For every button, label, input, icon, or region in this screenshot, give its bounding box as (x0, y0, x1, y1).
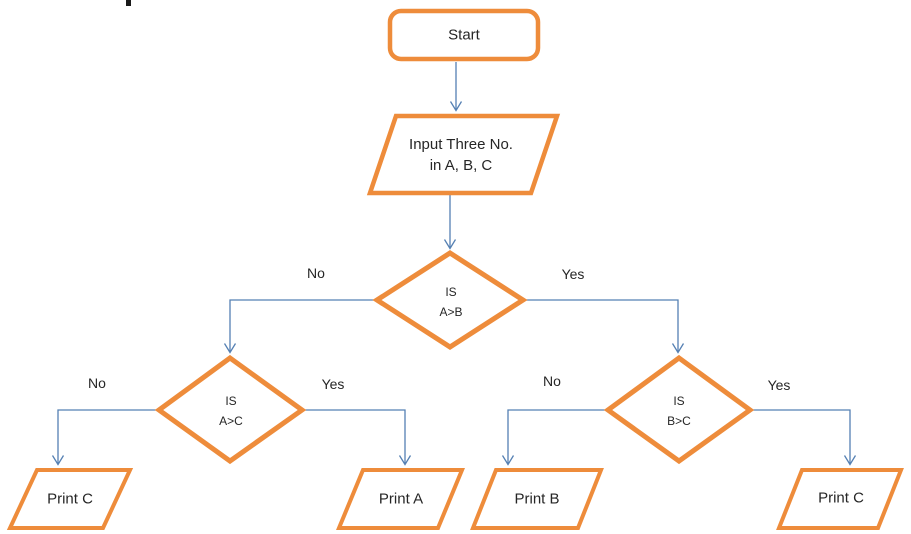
edge-ab-no-to-decision-ac (223, 299, 377, 354)
decision-ac-shape (154, 354, 307, 465)
decision-bc-label-line1: IS (673, 394, 685, 408)
decision-ab-label-line1: IS (445, 285, 457, 299)
edge-label-ac-no: No (88, 375, 106, 391)
edge-ac-yes-to-print-a (302, 409, 412, 466)
decision-ab-shape (372, 250, 528, 350)
start-node-label: Start (448, 26, 480, 44)
print-c-left-label: Print C (47, 490, 93, 508)
decision-bc-label: IS B>C (667, 391, 691, 431)
input-node-label-line1: Input Three No. (409, 136, 513, 153)
input-node-label-line2: in A, B, C (429, 157, 493, 174)
edge-label-ac-yes: Yes (321, 376, 345, 392)
decision-ab-label-line2: A>B (439, 305, 463, 319)
decision-ac-label: IS A>C (219, 391, 243, 431)
decision-bc-shape (603, 354, 755, 465)
decision-ac-label-line2: A>C (219, 414, 243, 428)
edge-label-ab-yes: Yes (561, 266, 585, 282)
edge-ac-no-to-print-c-left (51, 409, 159, 466)
print-c-left-shape (6, 468, 134, 530)
start-node-shape (387, 8, 541, 62)
edge-bc-yes-to-print-c-right (750, 409, 857, 466)
input-node-shape (366, 113, 561, 196)
print-c-right-shape (776, 468, 904, 530)
edge-label-bc-no: No (543, 373, 561, 389)
decision-ab-label: IS A>B (439, 282, 462, 322)
print-a-shape (336, 468, 465, 530)
input-node-label: Input Three No. in A, B, C (409, 134, 513, 176)
edge-ab-yes-to-decision-bc (523, 299, 685, 354)
edge-label-bc-yes: Yes (767, 377, 791, 393)
print-b-label: Print B (514, 490, 560, 508)
print-c-right-label: Print C (818, 489, 864, 507)
decision-bc-label-line2: B>C (667, 414, 691, 428)
decision-ac-label-line1: IS (225, 394, 237, 408)
print-b-shape (470, 468, 604, 530)
edge-label-ab-no: No (307, 265, 325, 281)
edge-bc-no-to-print-b (501, 409, 608, 466)
print-a-label: Print A (378, 490, 424, 508)
crop-artifact-dot (126, 0, 131, 6)
